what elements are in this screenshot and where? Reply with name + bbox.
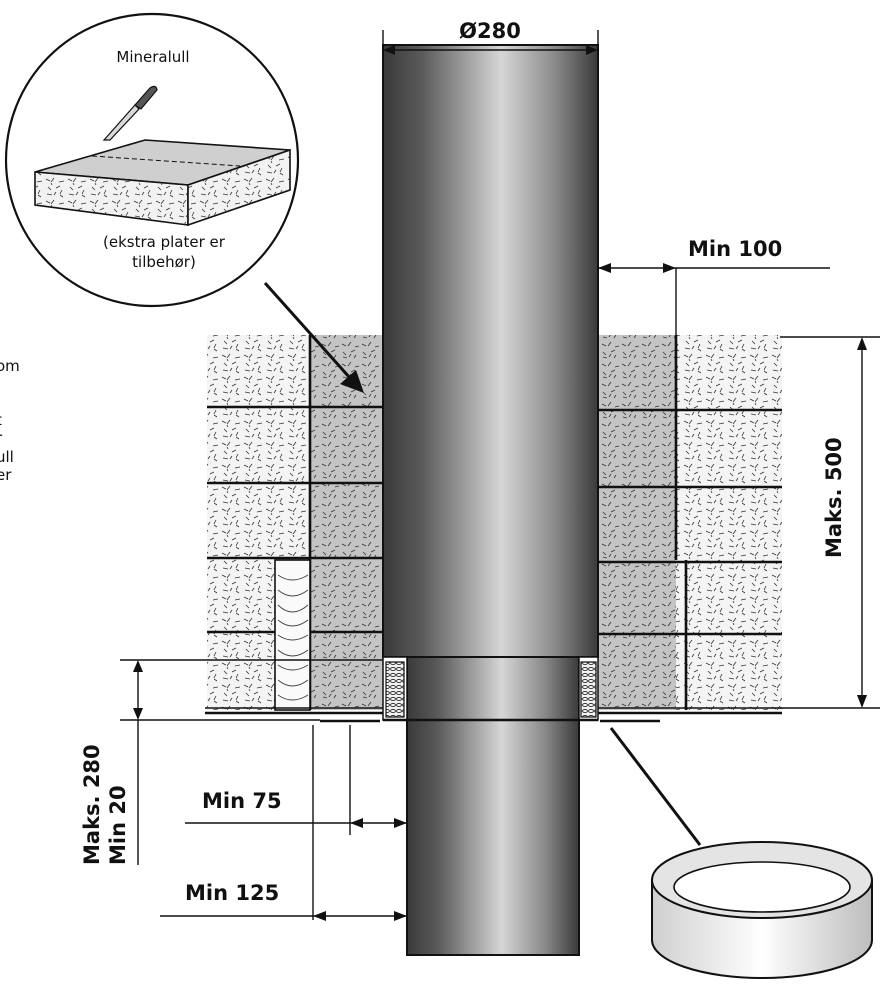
min-100-label: Min 100 <box>688 237 782 261</box>
side-text-line: er <box>0 466 12 484</box>
mineral-wool-slab-icon <box>34 139 291 227</box>
min-75-dimension: Min 75 <box>185 725 407 835</box>
min-125-label: Min 125 <box>185 881 279 905</box>
min-125-dimension: Min 125 <box>160 725 407 921</box>
side-text-line: r <box>0 429 3 447</box>
depth-dimension: Maks. 280 Min 20 <box>80 659 383 865</box>
max-500-label: Maks. 500 <box>822 437 846 558</box>
pipe-diameter-label: Ø280 <box>459 19 521 43</box>
callout-title: Mineralull <box>116 48 189 66</box>
min-75-label: Min 75 <box>202 789 282 813</box>
min-100-dimension: Min 100 <box>598 237 830 335</box>
side-text-line: om <box>0 357 20 375</box>
pipe-diameter-dimension: Ø280 <box>382 19 599 60</box>
wooden-beam <box>274 559 311 711</box>
side-text-line: ull <box>0 448 14 466</box>
mineral-wool-callout: Mineralull (ekstra plater er tilbehør) <box>4 12 300 308</box>
ring-seal <box>609 727 873 979</box>
callout-pointer-arrow <box>263 281 352 380</box>
knife-icon <box>102 85 158 141</box>
max-500-dimension: Maks. 500 <box>780 336 880 709</box>
max-280-label: Maks. 280 <box>80 744 104 865</box>
callout-note-line2: tilbehør) <box>132 253 196 271</box>
callout-pointer-arrowhead <box>340 370 364 393</box>
flue-pipe <box>382 44 599 956</box>
min-20-label: Min 20 <box>106 785 130 865</box>
side-text-line: t <box>0 411 2 429</box>
callout-note-line1: (ekstra plater er <box>103 233 226 251</box>
masonry-wall <box>205 335 782 723</box>
side-text: om t r ull er <box>0 357 20 484</box>
